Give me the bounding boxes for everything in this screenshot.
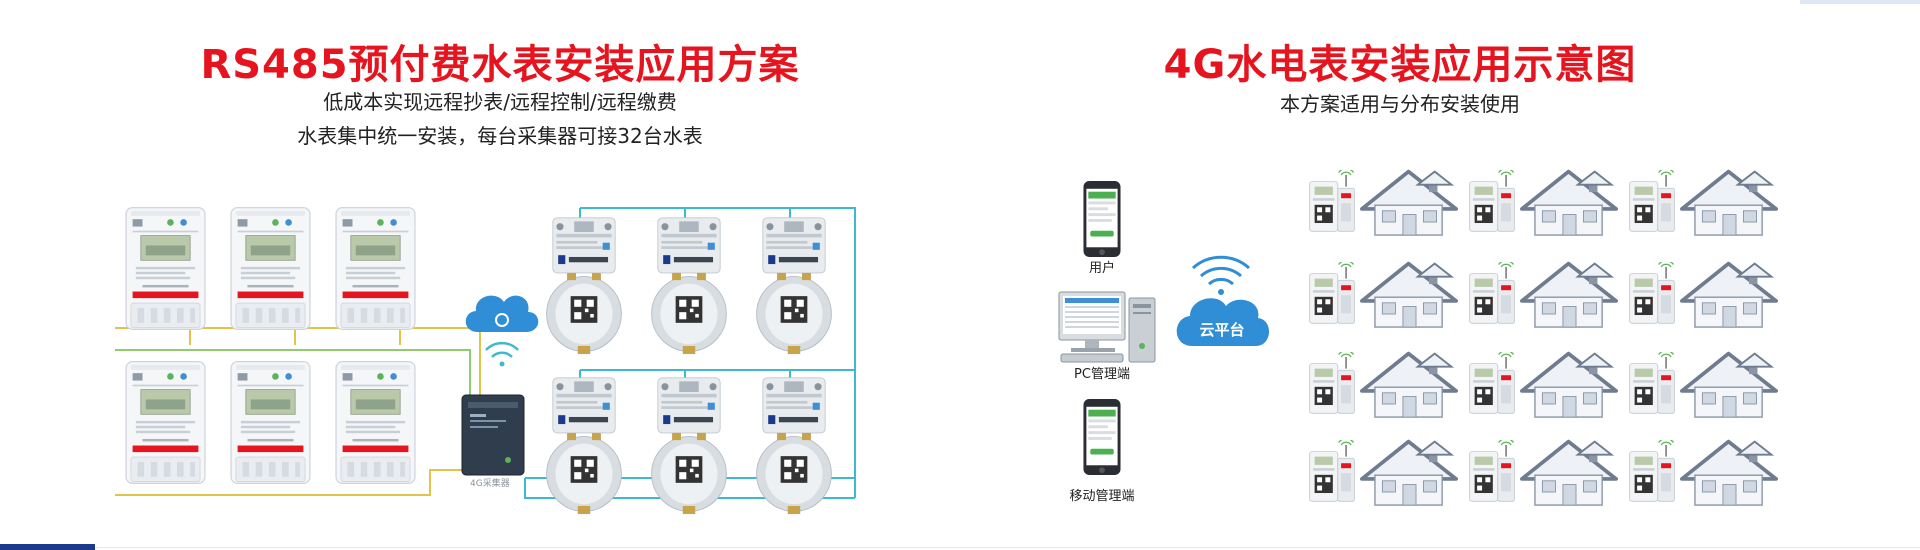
house-unit bbox=[1469, 351, 1618, 418]
phone-icon bbox=[1083, 398, 1121, 476]
phone-icon bbox=[1083, 180, 1121, 258]
pc-label: PC管理端 bbox=[1074, 367, 1130, 382]
right-subtitle: 本方案适用与分布安装使用 bbox=[1280, 92, 1520, 116]
house-icon bbox=[1520, 169, 1618, 236]
gateway-label: 4G采集器 bbox=[470, 477, 510, 489]
electric-meter bbox=[335, 360, 416, 485]
house-unit bbox=[1469, 439, 1618, 506]
left-subtitle-2: 水表集中统一安装，每台采集器可接32台水表 bbox=[297, 124, 703, 148]
water-meter bbox=[546, 377, 622, 514]
water-meter bbox=[756, 377, 832, 514]
left-subtitle-1: 低成本实现远程抄表/远程控制/远程缴费 bbox=[323, 90, 677, 114]
user-label: 用户 bbox=[1089, 260, 1115, 276]
electric-meter bbox=[335, 206, 416, 331]
cloud-platform-label: 云平台 bbox=[1199, 321, 1244, 339]
house-unit bbox=[1309, 351, 1458, 418]
electric-meter bbox=[125, 206, 206, 331]
electric-meter bbox=[125, 360, 206, 485]
right-title: 4G水电表安装应用示意图 bbox=[1163, 42, 1637, 88]
house-icon bbox=[1360, 261, 1458, 328]
mobile-label: 移动管理端 bbox=[1069, 489, 1134, 504]
house-icon bbox=[1520, 351, 1618, 418]
house-unit bbox=[1629, 351, 1778, 418]
house-icon bbox=[1680, 351, 1778, 418]
house-grid bbox=[1309, 169, 1778, 506]
pc-icon bbox=[1058, 291, 1156, 363]
house-unit bbox=[1469, 169, 1618, 236]
cloud-platform: 云平台 bbox=[1176, 255, 1270, 346]
electric-meter bbox=[230, 206, 311, 331]
house-unit bbox=[1309, 439, 1458, 506]
house-unit bbox=[1629, 169, 1778, 236]
water-meter bbox=[546, 217, 622, 354]
electric-meter-group bbox=[125, 206, 416, 485]
left-title: RS485预付费水表安装应用方案 bbox=[200, 42, 800, 88]
bottom-divider bbox=[95, 547, 1920, 548]
house-unit bbox=[1629, 261, 1778, 328]
house-icon bbox=[1680, 439, 1778, 506]
cloud-icon bbox=[1176, 298, 1270, 346]
gateway-group: 4G采集器 bbox=[461, 295, 539, 489]
house-icon bbox=[1680, 261, 1778, 328]
water-meter bbox=[651, 377, 727, 514]
electric-meter bbox=[230, 360, 311, 485]
house-icon bbox=[1520, 439, 1618, 506]
client-group: 用户 PC管理端 移动管理端 bbox=[1058, 180, 1156, 504]
water-meter bbox=[756, 217, 832, 354]
signal-icon bbox=[485, 341, 519, 351]
house-icon bbox=[1360, 351, 1458, 418]
house-icon bbox=[1680, 169, 1778, 236]
house-icon bbox=[1360, 439, 1458, 506]
house-unit bbox=[1309, 261, 1458, 328]
house-unit bbox=[1469, 261, 1618, 328]
house-icon bbox=[1360, 169, 1458, 236]
water-meter bbox=[651, 217, 727, 354]
house-icon bbox=[1520, 261, 1618, 328]
water-meter-group bbox=[546, 217, 832, 514]
top-tab-accent bbox=[1800, 0, 1920, 4]
bottom-accent-bar bbox=[0, 544, 95, 550]
wifi-icon bbox=[1208, 277, 1234, 286]
house-unit bbox=[1629, 439, 1778, 506]
house-unit bbox=[1309, 169, 1458, 236]
